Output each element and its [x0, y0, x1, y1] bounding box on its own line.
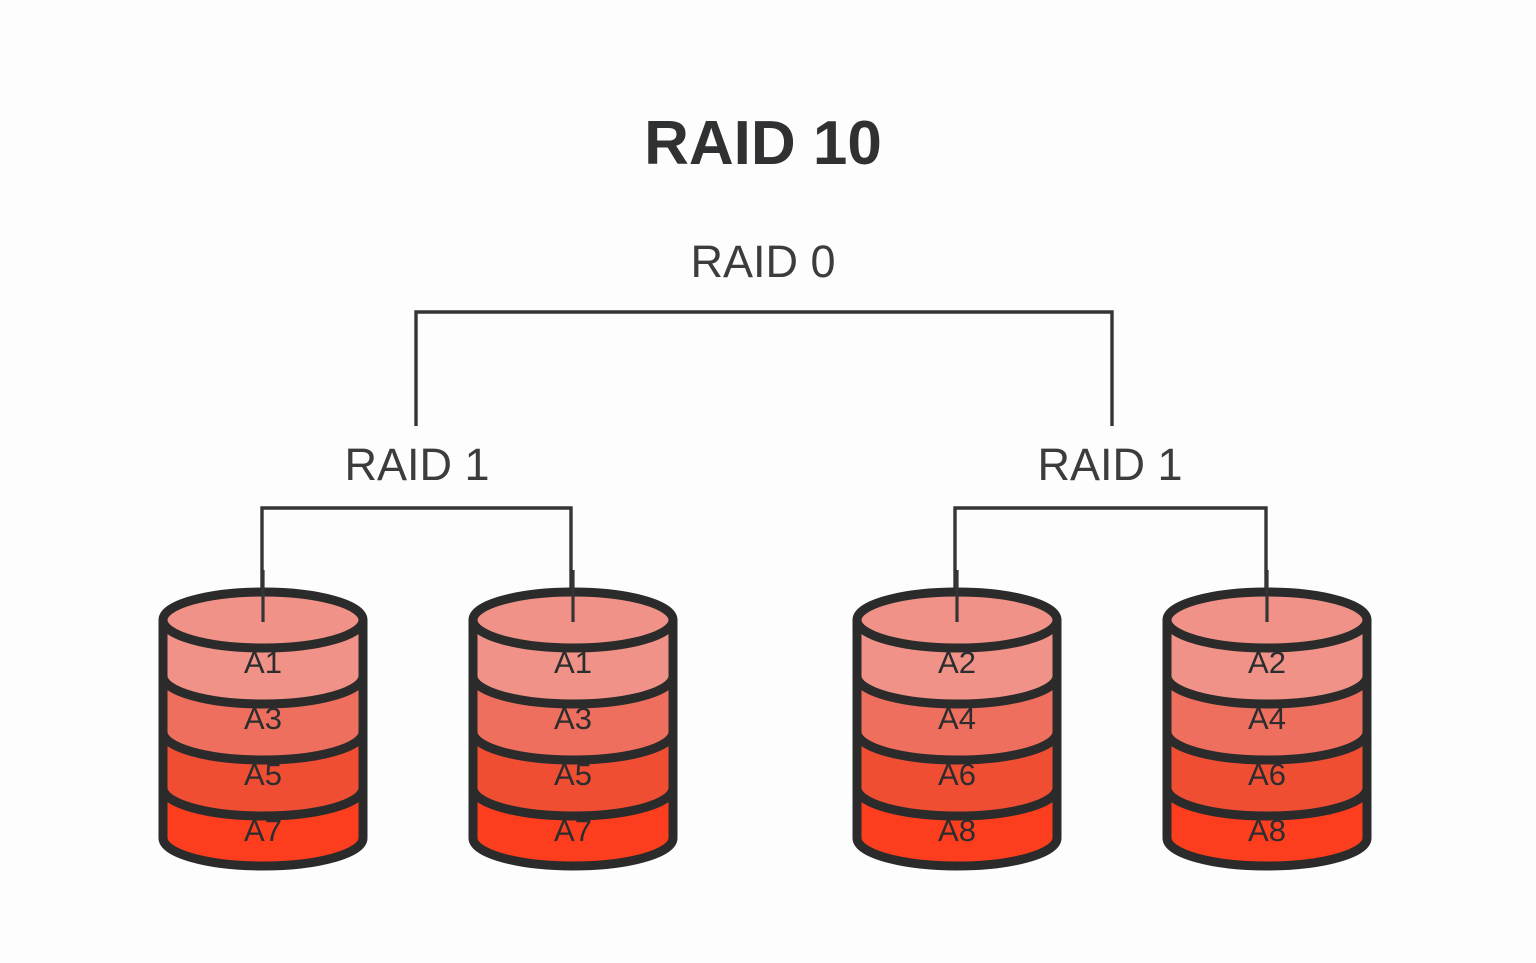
raid1-right-bracket: [953, 506, 1268, 620]
disk-4-divider-3: [1162, 787, 1372, 821]
disk-2-stripe-1-label: A1: [554, 645, 592, 680]
raid0-label: RAID 0: [690, 236, 835, 287]
disk-1[interactable]: A1 A3 A5 A7: [158, 570, 368, 871]
disk-2-stripe-2-label: A3: [554, 701, 592, 736]
disk-1-stripe-3-fill: [163, 732, 363, 816]
disk-2[interactable]: A1 A3 A5 A7: [468, 570, 678, 871]
disk-1-stripe-2-label: A3: [244, 701, 282, 736]
disk-4-stripe-4-label: A8: [1248, 813, 1286, 848]
disk-4-outline: [1162, 587, 1372, 871]
raid1-right-label: RAID 1: [1037, 439, 1182, 490]
disk-2-divider-0: [468, 619, 678, 653]
disk-3-stripe-2-label: A4: [938, 701, 976, 736]
disk-4-stripe-3-fill: [1167, 732, 1367, 816]
raid0-bracket: [414, 310, 1114, 426]
disk-3[interactable]: A2 A4 A6 A8: [852, 570, 1062, 871]
disk-2-stripe-3-fill: [473, 732, 673, 816]
raid1-left-label: RAID 1: [344, 439, 489, 490]
diagram-title: RAID 10: [644, 109, 882, 178]
disk-4-divider-1: [1162, 675, 1372, 709]
disk-3-stripe-2-fill: [857, 676, 1057, 760]
disk-4[interactable]: A2 A4 A6 A8: [1162, 570, 1372, 871]
disk-1-stripe-1-label: A1: [244, 645, 282, 680]
disk-3-stripe-3-fill: [857, 732, 1057, 816]
disk-1-divider-3: [158, 787, 368, 821]
disk-3-stripe-1-fill: [857, 620, 1057, 704]
disk-1-stripe-1-fill: [163, 620, 363, 704]
disk-4-divider-0: [1162, 619, 1372, 653]
disk-2-stripe-1-fill: [473, 620, 673, 704]
disk-3-stripe-3-label: A6: [938, 757, 976, 792]
disk-2-divider-1: [468, 675, 678, 709]
disk-3-stripe-4-fill: [857, 788, 1057, 866]
disk-2-stripe-4-fill: [473, 788, 673, 866]
disk-2-outline: [468, 587, 678, 871]
disk-4-stripe-1-fill: [1167, 620, 1367, 704]
disk-4-stripe-1-label: A2: [1248, 645, 1286, 680]
disk-4-stripe-2-fill: [1167, 676, 1367, 760]
disk-2-stripe-2-fill: [473, 676, 673, 760]
disk-4-stripe-4-fill: [1167, 788, 1367, 866]
disk-1-stripe-2-fill: [163, 676, 363, 760]
disk-3-divider-2: [852, 731, 1062, 765]
disk-1-outline: [158, 587, 368, 871]
disk-2-divider-3: [468, 787, 678, 821]
raid1-left-bracket: [260, 506, 573, 620]
disk-4-stripe-2-label: A4: [1248, 701, 1286, 736]
disk-2-divider-2: [468, 731, 678, 765]
disk-3-divider-0: [852, 619, 1062, 653]
disk-4-stripe-3-label: A6: [1248, 757, 1286, 792]
disk-2-stripe-4-label: A7: [554, 813, 592, 848]
disk-1-stripe-4-fill: [163, 788, 363, 866]
disk-1-divider-2: [158, 731, 368, 765]
disk-3-outline: [852, 587, 1062, 871]
disk-1-stripe-3-label: A5: [244, 757, 282, 792]
disk-3-divider-3: [852, 787, 1062, 821]
disk-3-stripe-1-label: A2: [938, 645, 976, 680]
disk-4-divider-2: [1162, 731, 1372, 765]
disk-2-stripe-3-label: A5: [554, 757, 592, 792]
disk-1-divider-1: [158, 675, 368, 709]
disk-1-stripe-4-label: A7: [244, 813, 282, 848]
disk-3-stripe-4-label: A8: [938, 813, 976, 848]
disk-3-divider-1: [852, 675, 1062, 709]
disk-1-divider-0: [158, 619, 368, 653]
